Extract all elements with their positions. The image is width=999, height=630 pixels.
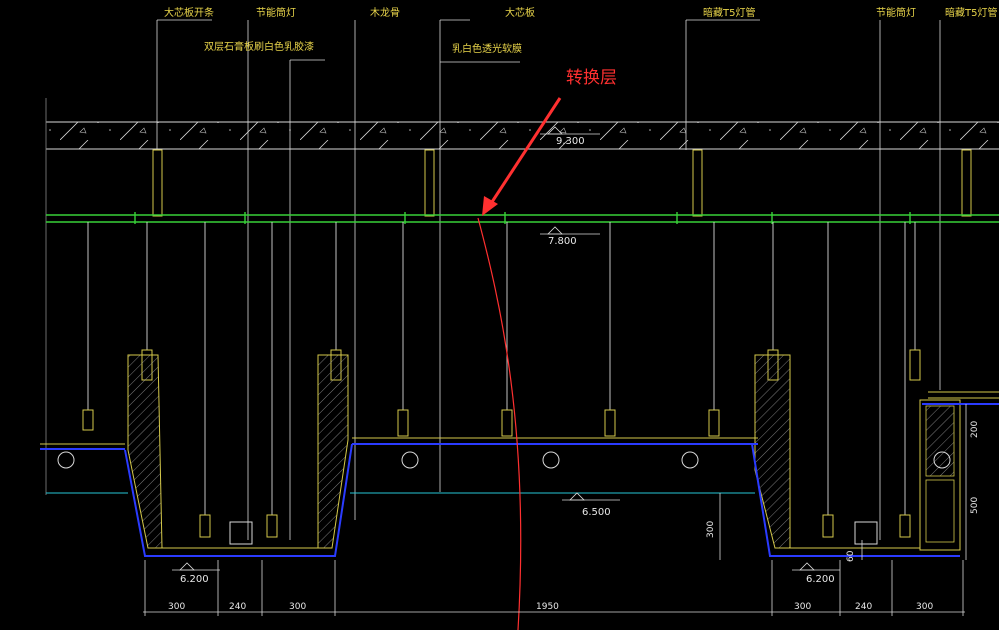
dim-right-240: 240 — [855, 602, 873, 612]
downlight-icons — [57, 451, 951, 469]
dim-left-300-a: 300 — [168, 602, 186, 612]
label-wood-keel: 木龙骨 — [370, 8, 400, 19]
transfer-layer-callout: 转换层 — [566, 68, 617, 88]
elevation-ceiling-right: 6.200 — [806, 574, 835, 585]
left-light-trough — [124, 354, 353, 557]
elevation-ceiling-left: 6.200 — [180, 574, 209, 585]
hanger-rods — [87, 222, 916, 515]
label-gypsum-board: 双层石膏板刷白色乳胶漆 — [204, 42, 314, 53]
elevation-markers — [172, 126, 840, 571]
dim-center-1950: 1950 — [536, 602, 559, 612]
dim-right-300-b: 300 — [916, 602, 934, 612]
dim-left-240: 240 — [229, 602, 247, 612]
label-soft-film: 乳白色透光软膜 — [452, 44, 522, 55]
right-light-trough — [751, 354, 999, 557]
dim-vertical-300: 300 — [706, 520, 716, 538]
slab-anchors — [152, 149, 972, 217]
label-downlight-1: 节能筒灯 — [256, 8, 296, 19]
dim-vertical-500: 500 — [970, 496, 980, 514]
dim-left-300-b: 300 — [289, 602, 307, 612]
dimension-lines — [143, 404, 967, 616]
label-core-board: 大芯板 — [505, 8, 535, 19]
label-t5-tube-1: 暗藏T5灯管 — [703, 8, 756, 19]
label-downlight-2: 节能筒灯 — [876, 8, 916, 19]
dim-right-300-a: 300 — [794, 602, 812, 612]
dim-vertical-60: 60 — [846, 550, 856, 562]
elevation-transfer: 7.800 — [548, 236, 577, 247]
label-t5-tube-2: 暗藏T5灯管 — [945, 8, 998, 19]
concrete-slab — [45, 98, 999, 495]
label-leaders — [156, 19, 941, 540]
transfer-layer — [46, 212, 999, 224]
center-ceiling — [40, 437, 758, 450]
dim-vertical-200: 200 — [970, 420, 980, 438]
elevation-ceiling-mid: 6.500 — [582, 507, 611, 518]
callout-arrow — [477, 97, 562, 630]
elevation-slab: 9.300 — [556, 136, 585, 147]
label-core-board-strip: 大芯板开条 — [164, 8, 214, 19]
